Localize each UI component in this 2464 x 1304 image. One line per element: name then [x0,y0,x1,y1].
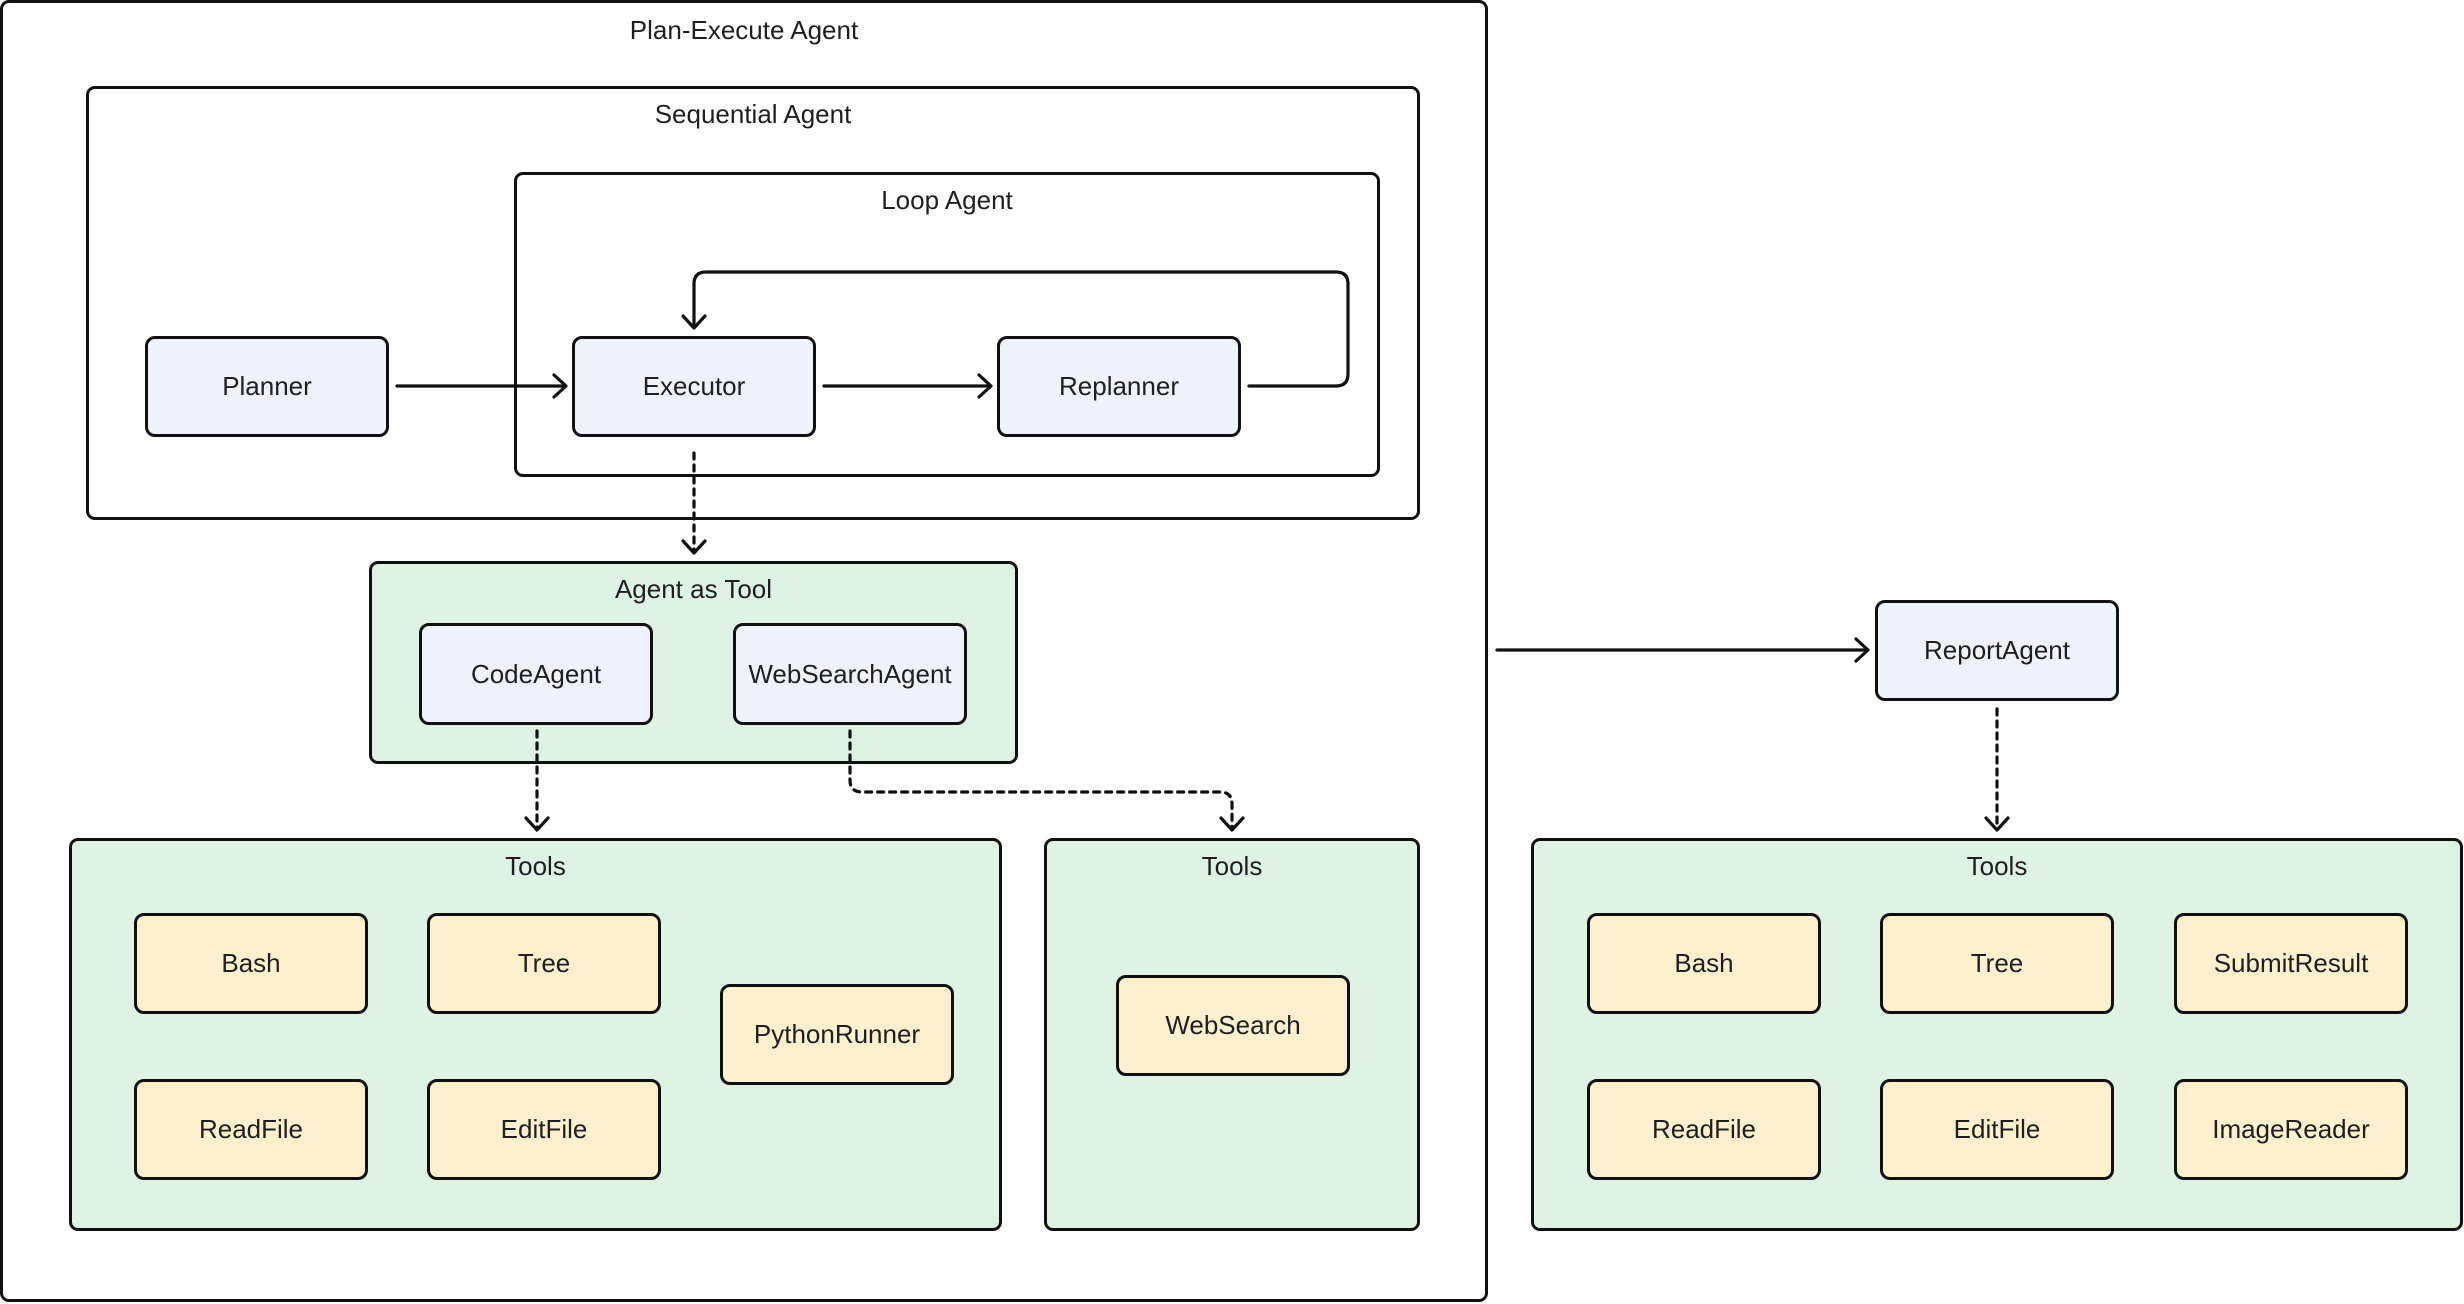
sequential-agent-title: Sequential Agent [654,99,852,129]
planner-node: Planner [145,336,389,437]
code-tool-python-runner: PythonRunner [720,984,954,1085]
report-agent-to-tools-arrow [1984,707,2010,832]
plan-execute-to-report-arrow [1495,637,1870,663]
web-tool-websearch: WebSearch [1116,975,1350,1076]
agent-as-tool-title: Agent as Tool [614,574,773,604]
report-agent-node: ReportAgent [1875,600,2119,701]
report-tool-bash: Bash [1587,913,1821,1014]
code-tool-read-file: ReadFile [134,1079,368,1180]
plan-execute-agent-title: Plan-Execute Agent [629,15,859,45]
code-tool-tree: Tree [427,913,661,1014]
report-tool-read-file: ReadFile [1587,1079,1821,1180]
report-tool-edit-file: EditFile [1880,1079,2114,1180]
report-tool-submit-result: SubmitResult [2174,913,2408,1014]
loop-agent-title: Loop Agent [881,185,1013,215]
code-tool-edit-file: EditFile [427,1079,661,1180]
executor-node: Executor [572,336,816,437]
report-tools-title: Tools [1966,851,2028,881]
code-tool-bash: Bash [134,913,368,1014]
web-tools-title: Tools [1201,851,1263,881]
report-tool-image-reader: ImageReader [2174,1079,2408,1180]
websearch-agent-node: WebSearchAgent [733,623,967,725]
code-tools-title: Tools [505,851,566,881]
report-tool-tree: Tree [1880,913,2114,1014]
replanner-node: Replanner [997,336,1241,437]
code-agent-node: CodeAgent [419,623,653,725]
